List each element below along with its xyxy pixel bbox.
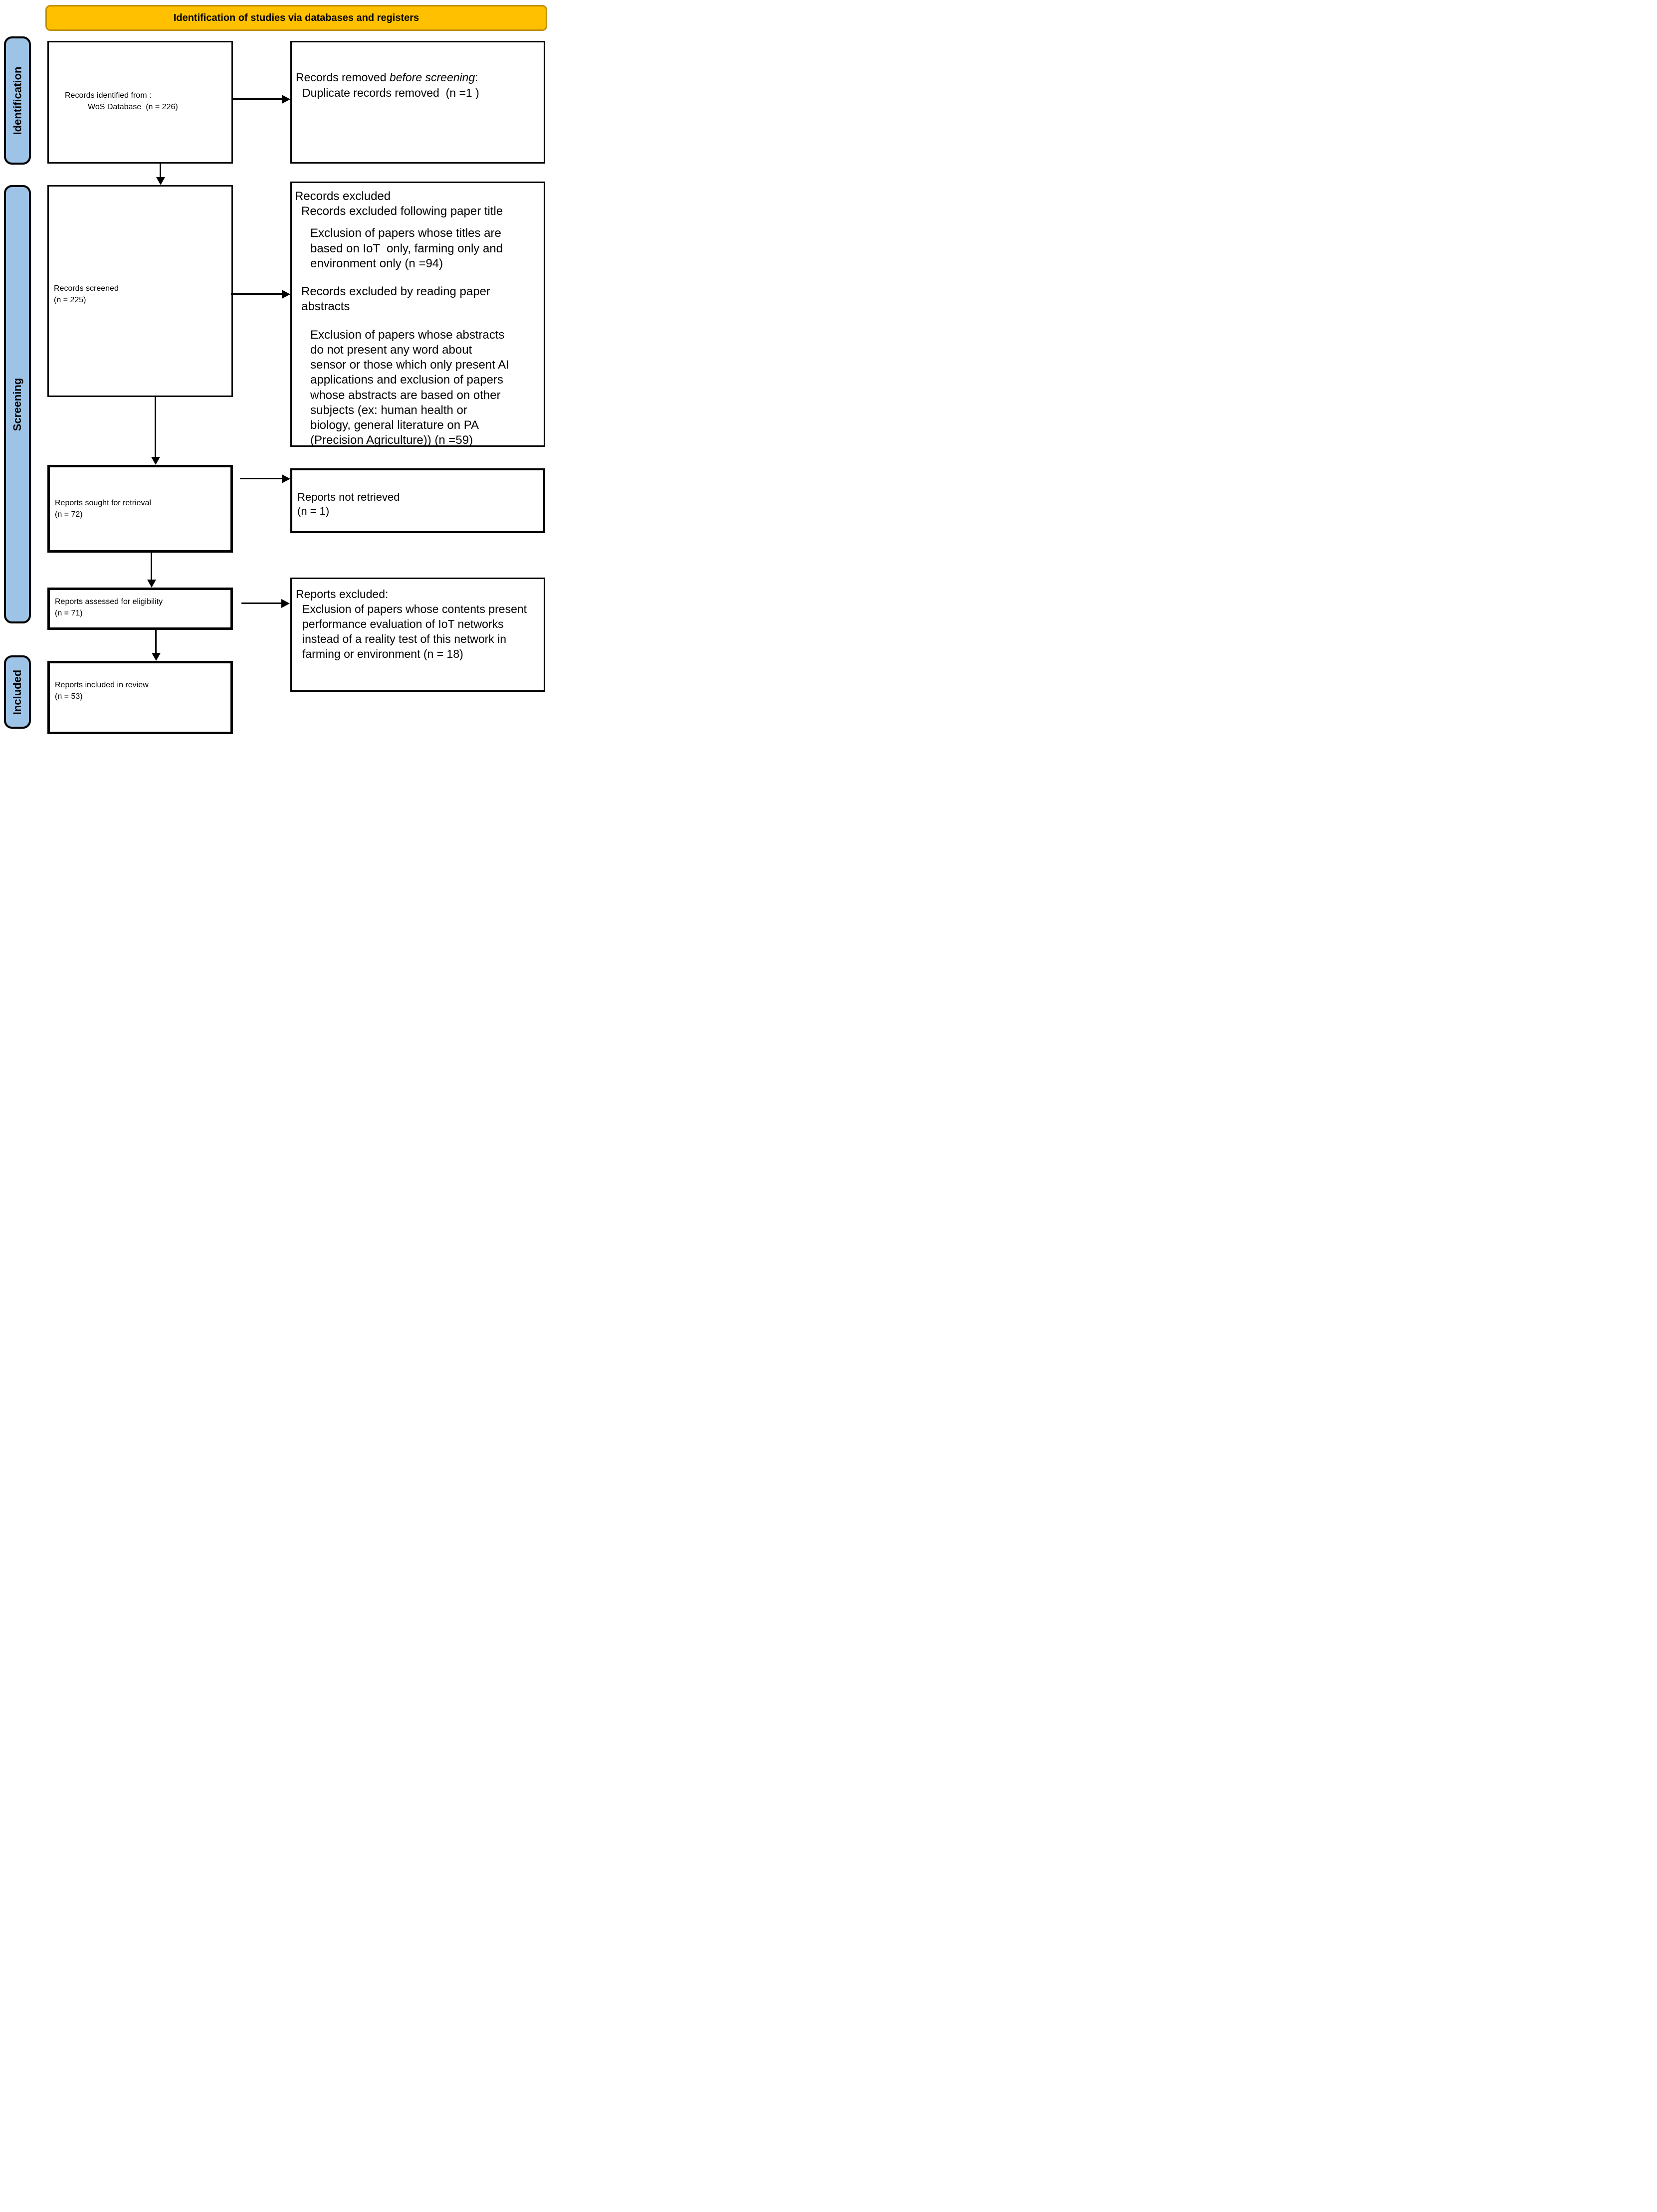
records-removed-line2: Duplicate records removed (n =1 ) <box>302 86 479 100</box>
records-excluded-title: Records excluded <box>295 190 391 203</box>
reports-not-retrieved-line1: Reports not retrieved <box>297 491 400 503</box>
box-reports-assessed: Reports assessed for eligibility (n = 71… <box>47 588 233 630</box>
reports-included-line2: (n = 53) <box>55 692 83 701</box>
records-excluded-by-abstract-label: Records excluded by reading paper abstra… <box>301 285 494 314</box>
records-screened-line1: Records screened <box>54 284 119 293</box>
records-excluded-by-title-label: Records excluded following paper title <box>301 204 503 218</box>
box-records-screened: Records screened (n = 225) <box>47 185 233 397</box>
arrow-sought-to-assessed-shaft <box>151 553 152 580</box>
prisma-flow-diagram: Identification of studies via databases … <box>0 0 552 737</box>
box-records-removed: Records removed before screening: Duplic… <box>290 41 545 164</box>
box-reports-sought: Reports sought for retrieval (n = 72) <box>47 465 233 553</box>
stage-label-identification: Identification <box>4 36 31 165</box>
stage-label-screening-text: Screening <box>11 378 23 431</box>
arrow-assessed-to-included-head <box>152 653 161 661</box>
arrow-identified-to-screened-shaft <box>160 164 161 178</box>
records-removed-line1-prefix: Records removed <box>296 71 390 84</box>
records-excluded-by-abstract-detail: Exclusion of papers whose abstracts do n… <box>310 328 513 447</box>
box-records-excluded: Records excluded Records excluded follow… <box>290 182 545 447</box>
reports-included-line1: Reports included in review <box>55 681 149 689</box>
box-reports-included: Reports included in review (n = 53) <box>47 661 233 734</box>
arrow-sought-to-not-retrieved-head <box>282 474 290 483</box>
records-identified-line2: WoS Database (n = 226) <box>88 103 178 112</box>
stage-label-identification-text: Identification <box>11 66 24 135</box>
banner-title: Identification of studies via databases … <box>173 12 419 23</box>
arrow-screened-to-excluded-head <box>282 290 290 299</box>
box-reports-not-retrieved: Reports not retrieved (n = 1) <box>290 468 545 533</box>
arrow-sought-to-not-retrieved-shaft <box>240 478 282 479</box>
reports-assessed-line1: Reports assessed for eligibility <box>55 598 163 606</box>
records-identified-line1: Records identified from : <box>65 91 152 100</box>
reports-sought-line1: Reports sought for retrieval <box>55 499 151 507</box>
reports-excluded-title: Reports excluded: <box>296 588 389 601</box>
stage-label-included-text: Included <box>11 669 24 715</box>
stage-label-screening: Screening <box>4 185 31 623</box>
box-reports-excluded: Reports excluded: Exclusion of papers wh… <box>290 578 545 692</box>
arrow-identified-to-screened-head <box>156 177 165 185</box>
reports-assessed-line2: (n = 71) <box>55 609 83 618</box>
arrow-screened-to-sought-head <box>151 457 160 465</box>
records-removed-line1-suffix: : <box>475 71 478 84</box>
arrow-screened-to-sought-shaft <box>155 397 156 457</box>
reports-excluded-detail: Exclusion of papers whose contents prese… <box>302 602 530 660</box>
box-records-identified: Records identified from : WoS Database (… <box>47 41 233 164</box>
banner: Identification of studies via databases … <box>45 5 547 31</box>
arrow-screened-to-excluded-shaft <box>231 293 282 295</box>
records-excluded-by-title-detail: Exclusion of papers whose titles are bas… <box>310 226 506 270</box>
reports-sought-line2: (n = 72) <box>55 510 83 519</box>
reports-not-retrieved-line2: (n = 1) <box>297 504 330 517</box>
arrow-identified-to-removed-head <box>282 95 290 104</box>
records-removed-line1: Records removed before screening: <box>296 70 540 85</box>
arrow-assessed-to-included-shaft <box>155 630 157 653</box>
records-removed-line1-italic: before screening <box>389 71 475 84</box>
arrow-assessed-to-excluded-shaft <box>241 603 281 604</box>
arrow-assessed-to-excluded-head <box>281 599 290 608</box>
stage-label-included: Included <box>4 655 31 729</box>
arrow-sought-to-assessed-head <box>147 580 156 588</box>
records-screened-line2: (n = 225) <box>54 296 86 305</box>
arrow-identified-to-removed-shaft <box>233 98 283 100</box>
